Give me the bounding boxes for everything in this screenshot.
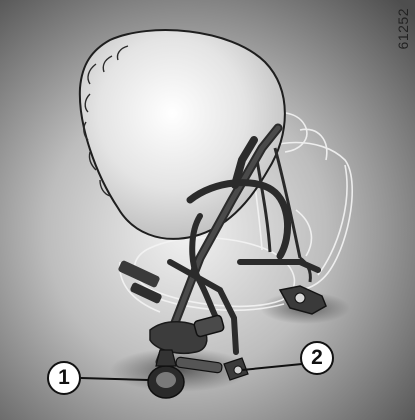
figure-reference-code: 61252 <box>395 8 411 49</box>
callout-2: 2 <box>300 341 334 375</box>
callout-1: 1 <box>47 361 81 395</box>
